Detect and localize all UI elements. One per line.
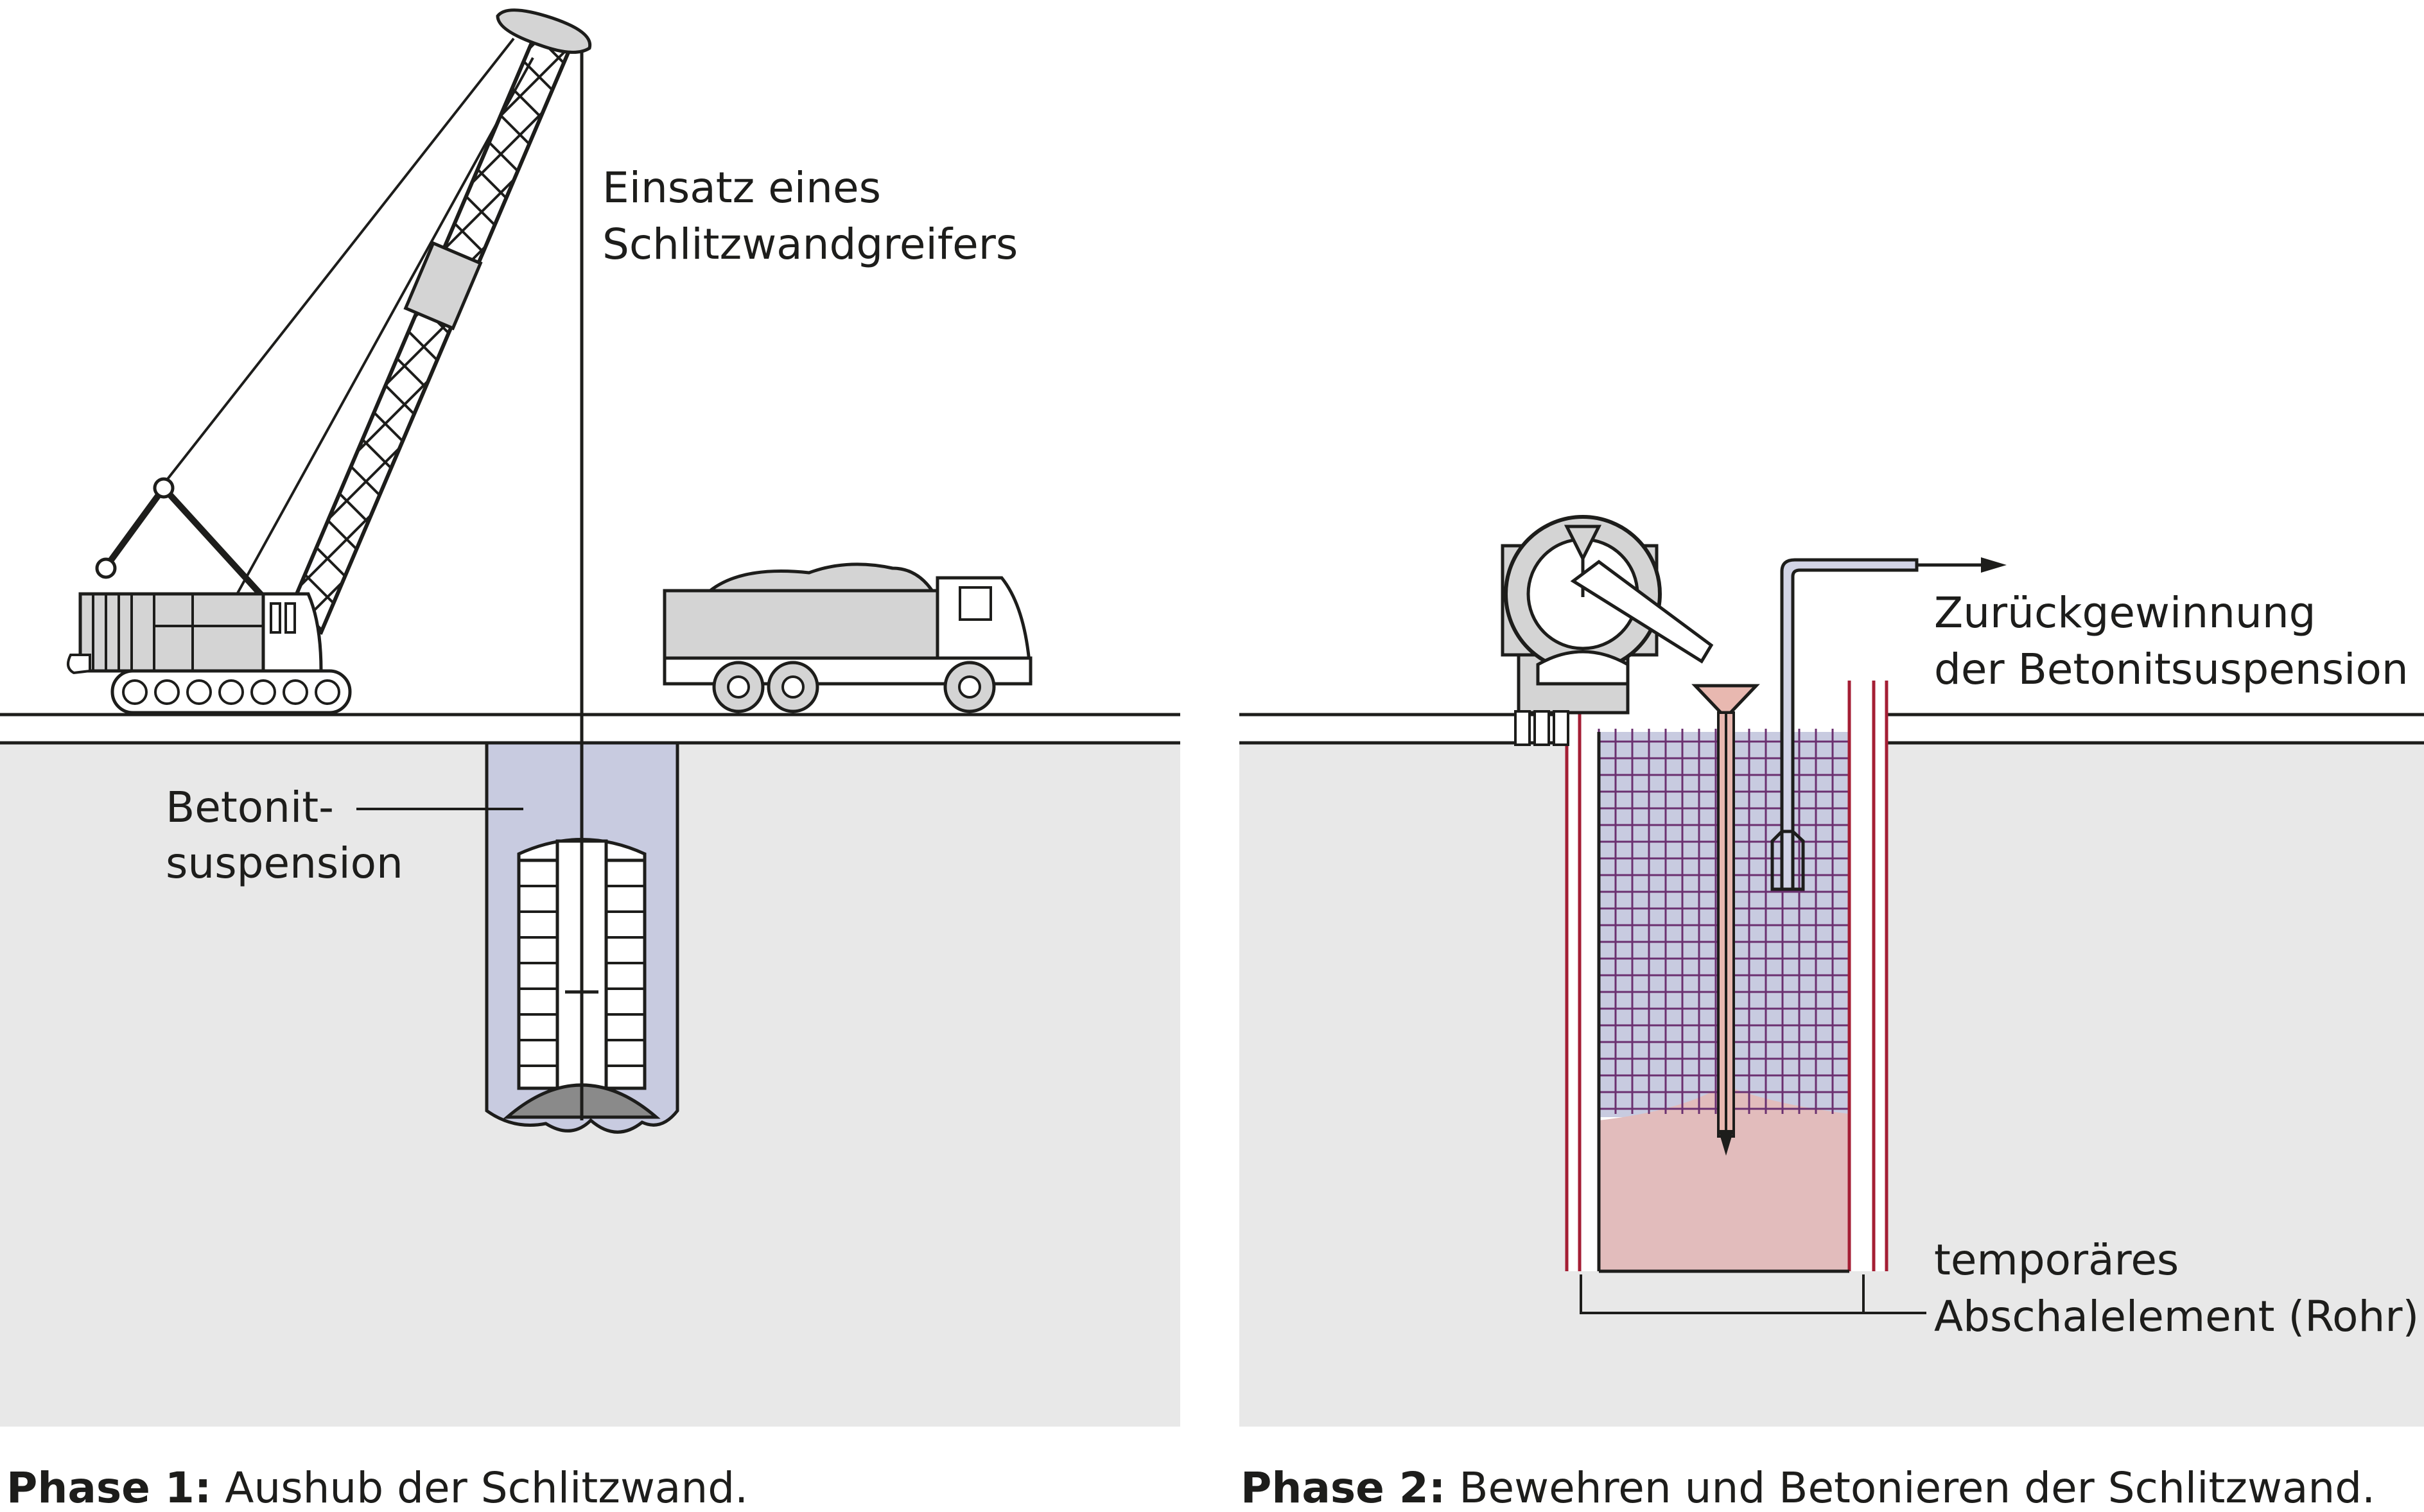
concrete-mixer-truck-icon <box>1501 515 1714 746</box>
phase1-label-slurry-line2: suspension <box>166 839 403 888</box>
phase1-caption-bold: Phase 1: <box>6 1463 211 1512</box>
phase2-casing-bracket <box>1580 1274 1926 1314</box>
phase1-caption-text: Aushub der Schlitzwand. <box>211 1463 748 1512</box>
phase2-caption-text: Bewehren und Betonieren der Schlitzwand. <box>1445 1463 2375 1512</box>
phase2-caption: Phase 2: Bewehren und Betonieren der Sch… <box>1241 1463 2375 1512</box>
crawler-crane-icon <box>67 8 592 715</box>
slurry-recovery-pipe <box>1770 557 2007 891</box>
phase1-label-grab-line2: Schlitzwandgreifers <box>602 220 1018 269</box>
phase2-label-casing-line1: temporäres <box>1934 1235 2179 1285</box>
temporary-casing <box>1565 681 1888 1271</box>
phase1-label-slurry-line1: Betonit- <box>166 783 334 832</box>
phase2-label-recovery-line2: der Betonitsuspension <box>1934 645 2409 694</box>
phase1-label-grab-line1: Einsatz eines <box>602 163 881 213</box>
phase2-label-casing-line2: Abschalelement (Rohr) <box>1934 1292 2419 1341</box>
phase2-concrete <box>1599 1085 1849 1271</box>
phase2-label-recovery-line1: Zurückgewinnung <box>1934 588 2316 638</box>
phase1-caption: Phase 1: Aushub der Schlitzwand. <box>6 1463 748 1512</box>
phase2-panel: Zurückgewinnung der Betonitsuspension te… <box>1239 515 2424 1512</box>
dump-truck-icon <box>663 562 1033 713</box>
diaphragm-wall-grab-icon <box>503 838 661 1120</box>
phase2-caption-bold: Phase 2: <box>1241 1463 1445 1512</box>
tremie-pipe <box>1691 684 1760 1156</box>
phase1-panel: Einsatz eines Schlitzwandgreifers Betoni… <box>0 8 1180 1512</box>
